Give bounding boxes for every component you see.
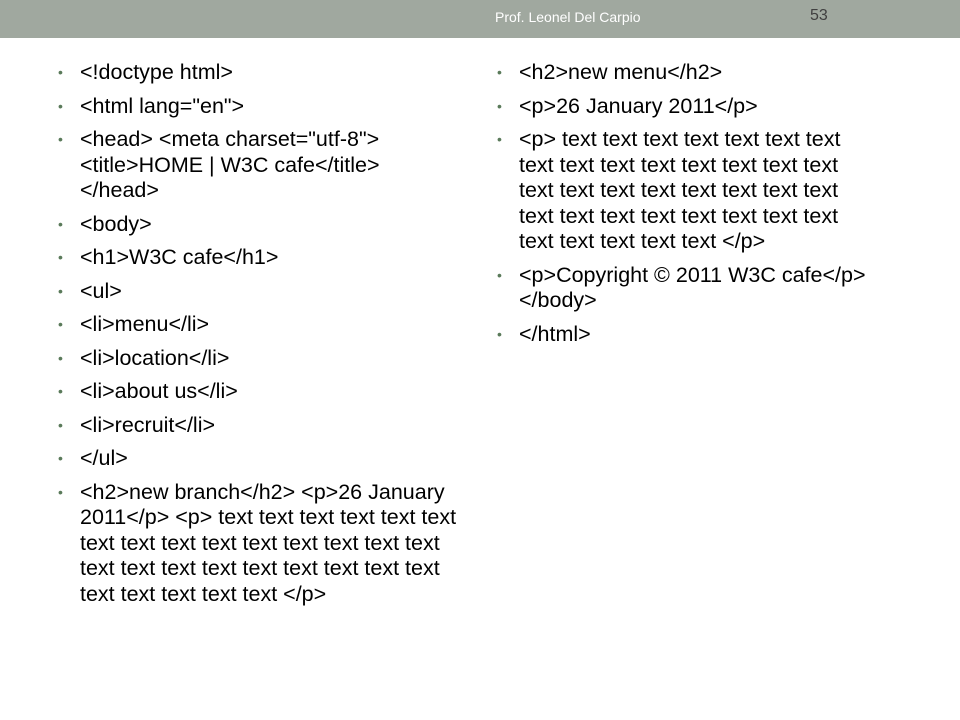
- bullet-item: <html lang="en">: [58, 94, 458, 120]
- bullet-item: <body>: [58, 212, 458, 238]
- page-number: 53: [810, 7, 828, 24]
- bullet-item: <ul>: [58, 279, 458, 305]
- bullet-item: <li>recruit</li>: [58, 413, 458, 439]
- bullet-item: <p>26 January 2011</p>: [497, 94, 877, 120]
- bullet-item: <h1>W3C cafe</h1>: [58, 245, 458, 271]
- bullet-item: </ul>: [58, 446, 458, 472]
- bullet-item: <h2>new menu</h2>: [497, 60, 877, 86]
- bullet-item: <!doctype html>: [58, 60, 458, 86]
- bullet-item: </html>: [497, 322, 877, 348]
- bullet-item: <li>menu</li>: [58, 312, 458, 338]
- left-bullet-list: <!doctype html> <html lang="en"> <head> …: [58, 60, 458, 615]
- bullet-item: <head> <meta charset="utf-8"> <title>HOM…: [58, 127, 458, 204]
- bullet-item: <p>Copyright © 2011 W3C cafe</p> </body>: [497, 263, 877, 314]
- bullet-item: <li>about us</li>: [58, 379, 458, 405]
- right-bullet-list: <h2>new menu</h2> <p>26 January 2011</p>…: [497, 60, 877, 355]
- bullet-item: <p> text text text text text text text t…: [497, 127, 877, 255]
- header-band: [0, 0, 960, 38]
- bullet-item: <h2>new branch</h2> <p>26 January 2011</…: [58, 480, 458, 608]
- bullet-item: <li>location</li>: [58, 346, 458, 372]
- header-author: Prof. Leonel Del Carpio: [495, 9, 641, 25]
